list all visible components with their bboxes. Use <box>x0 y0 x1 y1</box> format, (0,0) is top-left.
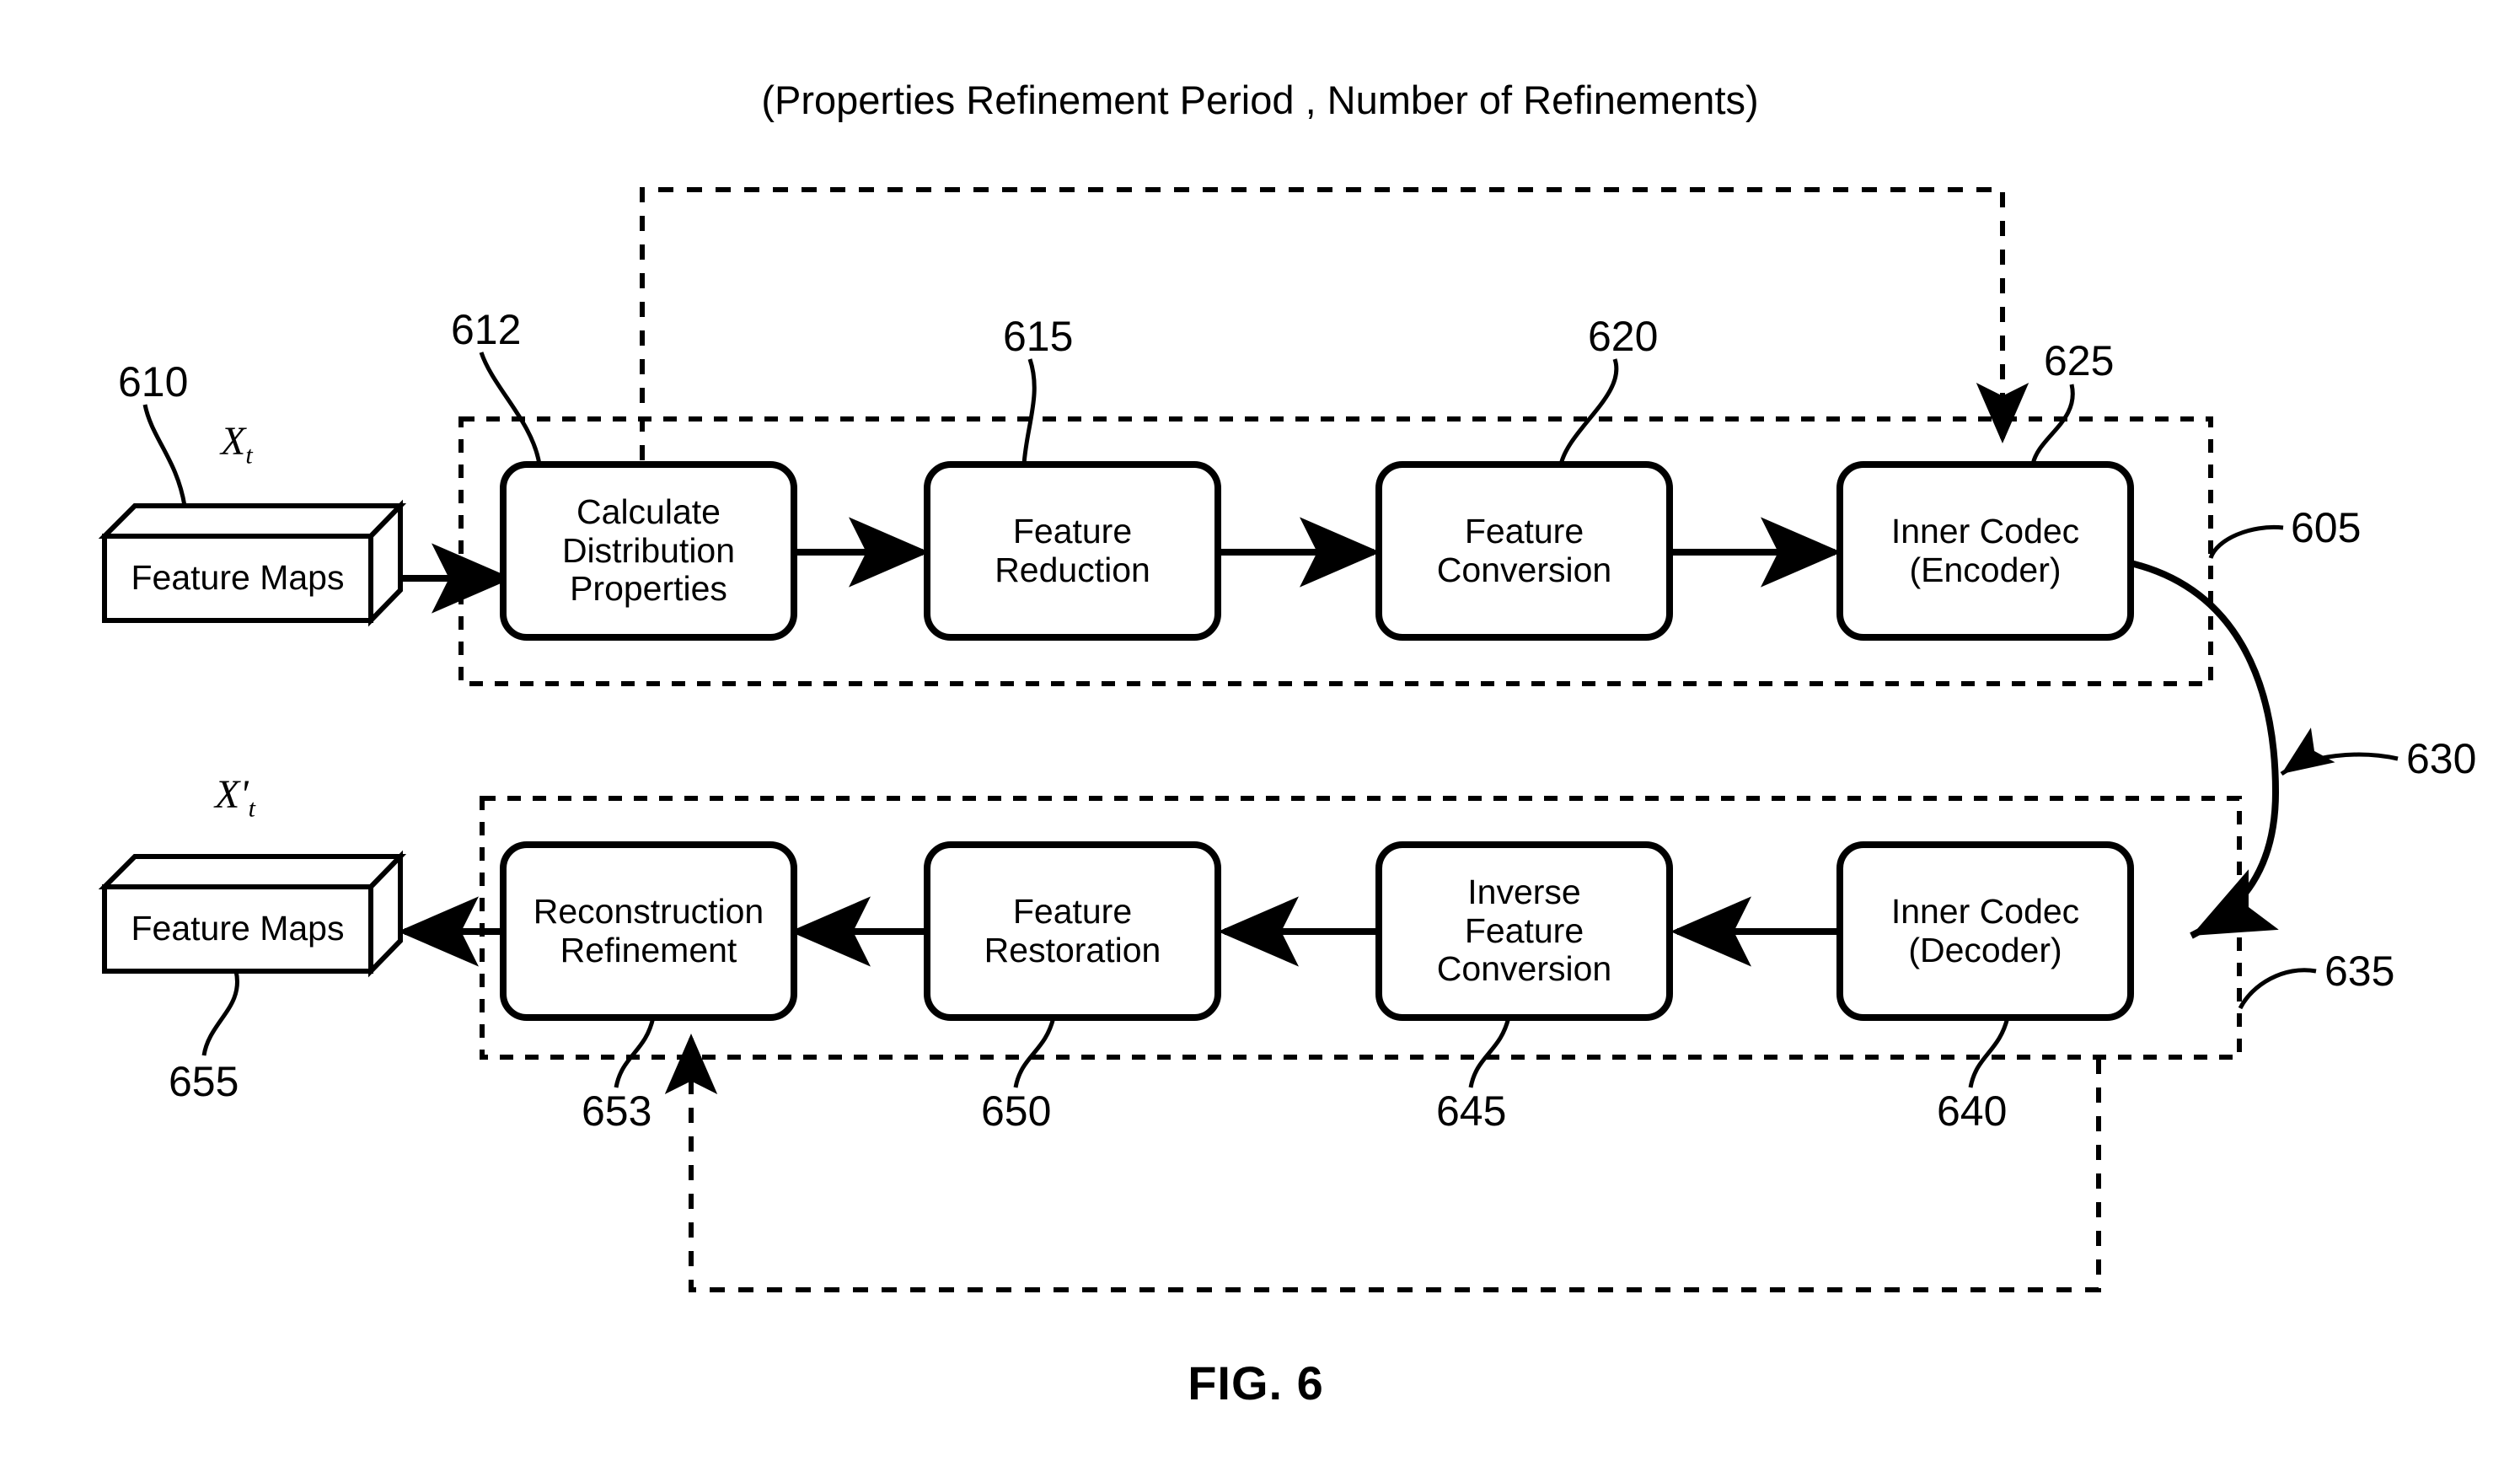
ref-620-leader <box>1558 358 1619 465</box>
label-inner-codec-decoder: Inner Codec (Decoder) <box>1890 891 2080 969</box>
output-feature-maps-label: Feature Maps <box>131 909 345 948</box>
box-inner-codec-encoder[interactable] <box>1836 461 2134 641</box>
label-inverse-feature-conversion: Inverse Feature Conversion <box>1436 872 1612 989</box>
box-calculate-distribution-properties[interactable] <box>500 461 797 641</box>
ref-650-leader <box>1013 1017 1056 1088</box>
ref-645-leader <box>1468 1017 1511 1088</box>
output-variable-label: X't <box>215 772 255 823</box>
figure-caption: FIG. 6 <box>1188 1356 1324 1410</box>
ref-635-label: 635 <box>2324 948 2395 995</box>
ref-610-label: 610 <box>118 358 189 405</box>
input-feature-maps-label: Feature Maps <box>131 558 345 597</box>
box-feature-reduction[interactable] <box>924 461 1221 641</box>
ref-625-label: 625 <box>2044 337 2115 384</box>
ref-612-label: 612 <box>451 306 522 353</box>
ref-612-leader <box>479 352 542 465</box>
ref-615-leader <box>1021 358 1037 465</box>
label-feature-conversion: Feature Conversion <box>1436 511 1612 589</box>
feedback-loop-title: (Properties Refinement Period , Number o… <box>761 78 1759 122</box>
ref-605-leader <box>2208 524 2284 559</box>
label-inner-codec-encoder: Inner Codec (Encoder) <box>1890 511 2080 589</box>
ref-653-label: 653 <box>582 1087 652 1135</box>
ref-610-leader <box>142 404 187 507</box>
bitstream-curve-630 <box>2130 560 2280 939</box>
properties-refinement-feedback-loop <box>640 187 2005 546</box>
box-feature-conversion[interactable] <box>1375 461 1673 641</box>
decoder-boundary <box>480 796 2242 1060</box>
box-inverse-feature-conversion[interactable] <box>1375 841 1673 1021</box>
ref-630-label: 630 <box>2406 735 2477 782</box>
ref-645-label: 645 <box>1436 1087 1507 1135</box>
ref-635-leader <box>2238 968 2317 1010</box>
ref-655-leader <box>201 970 239 1056</box>
ref-605-label: 605 <box>2291 504 2362 551</box>
ref-650-label: 650 <box>981 1087 1052 1135</box>
box-feature-restoration[interactable] <box>924 841 1221 1021</box>
ref-630-leader <box>2280 728 2399 776</box>
label-calculate-distribution-properties: Calculate Distribution Properties <box>561 491 736 609</box>
ref-615-label: 615 <box>1003 313 1074 360</box>
ref-653-leader <box>614 1017 656 1088</box>
input-variable-label: Xt <box>221 419 253 470</box>
input-feature-maps-box <box>98 499 407 627</box>
label-reconstruction-refinement: Reconstruction Refinement <box>533 891 764 969</box>
ref-640-leader <box>1968 1017 2010 1088</box>
ref-655-label: 655 <box>169 1058 239 1105</box>
box-reconstruction-refinement[interactable] <box>500 841 797 1021</box>
ref-625-leader <box>2030 384 2075 465</box>
label-feature-restoration: Feature Restoration <box>984 891 1161 969</box>
label-feature-reduction: Feature Reduction <box>995 511 1150 589</box>
reconstruction-refinement-feedback-loop <box>689 1059 2101 1292</box>
output-feature-maps-box <box>98 850 407 978</box>
box-inner-codec-decoder[interactable] <box>1836 841 2134 1021</box>
ref-620-label: 620 <box>1588 313 1659 360</box>
ref-640-label: 640 <box>1937 1087 2008 1135</box>
